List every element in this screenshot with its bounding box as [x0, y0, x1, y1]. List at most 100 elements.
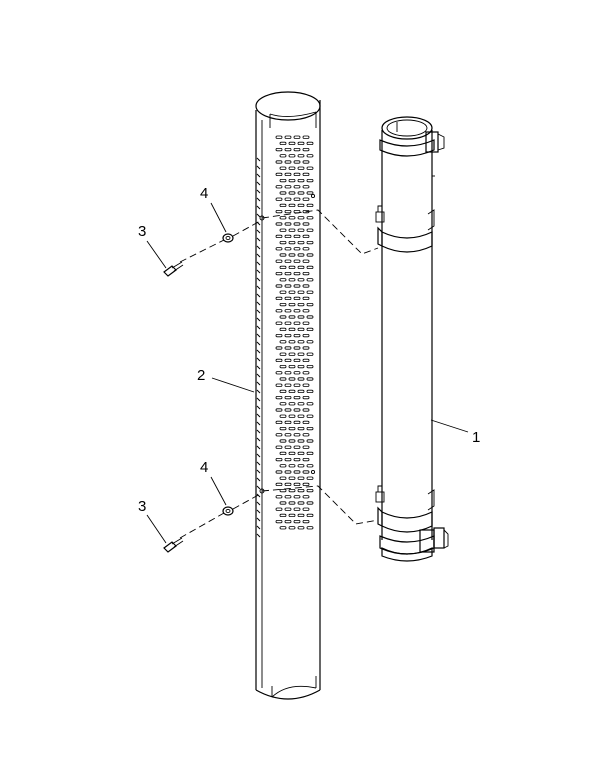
perforation-slot	[279, 377, 287, 381]
perforation-slot	[288, 265, 296, 270]
perforation-slot	[302, 321, 310, 325]
edge-perforation	[256, 397, 261, 402]
perforation-slot	[288, 439, 296, 443]
perforation-slot	[302, 222, 310, 226]
perforation-slot	[288, 501, 296, 505]
perforation-slot	[279, 526, 287, 530]
upper-bracket	[375, 205, 435, 253]
perforation-slot	[306, 414, 314, 418]
perforation-slot	[297, 315, 305, 319]
perforation-slot	[293, 433, 301, 437]
perforation-slot	[288, 178, 296, 183]
perforation-slot	[297, 476, 305, 480]
edge-perforation	[256, 157, 261, 162]
perforation-slot	[293, 420, 301, 425]
edge-perforation	[256, 445, 261, 450]
edge-perforation	[256, 253, 261, 258]
perforation-slot	[284, 358, 292, 363]
perforation-slot	[275, 520, 283, 524]
perforation-slot	[302, 507, 310, 511]
edge-perforation	[256, 317, 261, 322]
edge-perforations	[256, 157, 261, 538]
perforation-slot	[288, 154, 296, 158]
perforation-slot	[293, 408, 301, 412]
perforation-slot	[302, 234, 310, 238]
perforation-slot	[302, 135, 310, 139]
perforation-slot	[302, 420, 310, 425]
perforation-slot	[275, 408, 283, 412]
perforation-slot	[297, 178, 305, 183]
perforation-slot	[302, 371, 310, 375]
perforation-slot	[279, 166, 287, 170]
perforation-slot	[306, 340, 314, 344]
perforation-slot	[297, 203, 305, 207]
callout-3-lower: 3	[138, 498, 146, 515]
callout-2: 2	[197, 367, 205, 384]
edge-perforation	[256, 453, 261, 458]
perforation-slot	[302, 445, 310, 449]
perforation-slot	[275, 507, 283, 511]
assembly-centerlines	[179, 209, 379, 539]
perforation-slot	[302, 185, 310, 189]
washer-lower	[222, 506, 234, 516]
perforation-slot	[275, 284, 283, 288]
perforation-slot	[306, 439, 314, 443]
perforation-slot	[288, 340, 296, 344]
perforation-slot	[284, 247, 292, 251]
perforation-slot	[293, 383, 301, 387]
perforation-slot	[302, 457, 310, 462]
perforation-slot	[306, 154, 314, 158]
lower-bracket	[375, 485, 435, 533]
edge-perforation	[256, 517, 261, 522]
perforation-slot	[288, 352, 296, 356]
perforation-slot	[302, 433, 310, 437]
perforation-slot	[284, 284, 292, 288]
perforation-slot	[297, 166, 305, 170]
edge-perforation	[256, 173, 261, 178]
perforation-slot	[297, 426, 305, 431]
perforation-slot	[302, 395, 310, 400]
perforation-slot	[279, 290, 287, 294]
perforation-slot	[275, 495, 283, 499]
edge-perforation	[256, 197, 261, 202]
perforation-slot	[275, 309, 283, 313]
edge-perforation	[256, 373, 261, 378]
perforation-slot	[293, 333, 301, 338]
perforation-slot	[275, 395, 283, 400]
perforation-slot	[297, 439, 305, 443]
perforation-slot	[288, 476, 296, 480]
perforation-slot	[302, 271, 310, 276]
perforation-slot	[293, 147, 301, 152]
edge-perforation	[256, 533, 261, 538]
perforation-slot	[297, 253, 305, 257]
perforation-slot	[306, 216, 314, 220]
perforation-slot	[284, 482, 292, 487]
edge-perforation	[256, 429, 261, 434]
perforation-slot	[306, 302, 314, 307]
perforation-slot	[279, 240, 287, 245]
perforation-slot	[293, 284, 301, 288]
perforation-slot	[306, 278, 314, 282]
perforation-slot	[275, 222, 283, 226]
tab-hole-lower	[310, 469, 316, 475]
perforation-slot	[279, 439, 287, 443]
perforation-slot	[293, 135, 301, 139]
perforation-slot	[275, 247, 283, 251]
perforation-slot	[293, 321, 301, 325]
perforation-slot	[293, 395, 301, 400]
perforation-slot	[297, 402, 305, 406]
perforation-slot	[306, 464, 314, 468]
perforation-slot	[297, 302, 305, 307]
edge-perforation	[256, 413, 261, 418]
perforation-slot	[306, 352, 314, 356]
perforation-slot	[275, 296, 283, 301]
edge-perforation	[256, 365, 261, 370]
edge-perforation	[256, 461, 261, 466]
perforation-slot	[284, 321, 292, 325]
perforation-slot	[284, 135, 292, 139]
edge-perforation	[256, 237, 261, 242]
perforation-slot	[302, 172, 310, 176]
perforation-slot	[275, 482, 283, 487]
edge-perforation	[256, 189, 261, 194]
perforation-slot	[306, 364, 314, 369]
